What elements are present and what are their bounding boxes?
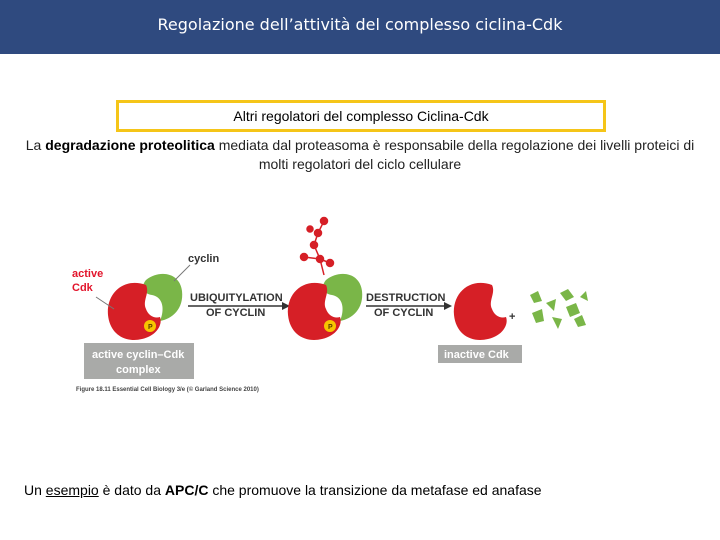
phosphate-icon <box>324 320 336 332</box>
ubiquitylation-label-line2: OF CYCLIN <box>206 307 265 319</box>
footer-text: Un esempio è dato da APC/C che promuove … <box>24 482 542 498</box>
ubiquitylated-complex: P <box>287 216 363 340</box>
footer-underlined: esempio <box>45 482 99 498</box>
cyclin-fragments <box>530 289 588 329</box>
active-cyclin-cdk-complex: P <box>107 273 183 340</box>
footer-part2: è dato da <box>98 482 165 498</box>
complex-label-box <box>84 343 194 379</box>
inactive-label-box <box>438 345 522 363</box>
paragraph-part2: mediata dal proteasoma è responsabile de… <box>214 137 695 172</box>
footer-bold: APC/C <box>164 482 209 498</box>
cyclin-label: cyclin <box>188 253 219 265</box>
cyclin-shape <box>143 273 183 321</box>
header-bar: Regolazione dell’attività del complesso … <box>0 0 720 54</box>
phosphate-label: P <box>328 324 333 331</box>
paragraph-bold: degradazione proteolitica <box>45 137 215 153</box>
destruction-label-line2: OF CYCLIN <box>374 307 433 319</box>
description-paragraph: La degradazione proteolitica mediata dal… <box>20 136 700 174</box>
page-title: Regolazione dell’attività del complesso … <box>157 15 563 34</box>
footer-part1: Un <box>24 482 46 498</box>
ubiquitin-chain <box>299 216 335 276</box>
footer-part3: che promuove la transizione da metafase … <box>208 482 542 498</box>
complex-label-line1: active cyclin–Cdk <box>92 349 185 361</box>
ubiquitylation-label-line1: UBIQUITYLATION <box>190 292 283 304</box>
plus-sign: + <box>509 311 515 323</box>
paragraph-part1: La <box>25 137 46 153</box>
cyclin-degradation-figure: P active Cdk cyclin active cyclin–Cdk co… <box>72 216 588 393</box>
cyclin-shape <box>323 273 363 321</box>
complex-label-line2: complex <box>116 364 162 376</box>
cyclin-pointer <box>173 264 191 282</box>
section-box: Altri regolatori del complesso Ciclina-C… <box>116 100 606 132</box>
inactive-cdk-shape <box>453 282 507 340</box>
phosphate-icon <box>144 320 156 332</box>
inactive-cdk-label: inactive Cdk <box>444 349 510 361</box>
arrowhead-2 <box>444 302 452 310</box>
active-cdk-pointer <box>95 296 115 310</box>
arrowhead-1 <box>282 302 290 310</box>
destruction-label-line1: DESTRUCTION <box>366 292 446 304</box>
active-cdk-label-line2: Cdk <box>72 282 94 294</box>
figure-caption: Figure 18.11 Essential Cell Biology 3/e … <box>76 386 259 393</box>
active-cdk-label-line1: active <box>72 268 103 280</box>
phosphate-label: P <box>148 324 153 331</box>
section-title: Altri regolatori del complesso Ciclina-C… <box>233 108 489 124</box>
